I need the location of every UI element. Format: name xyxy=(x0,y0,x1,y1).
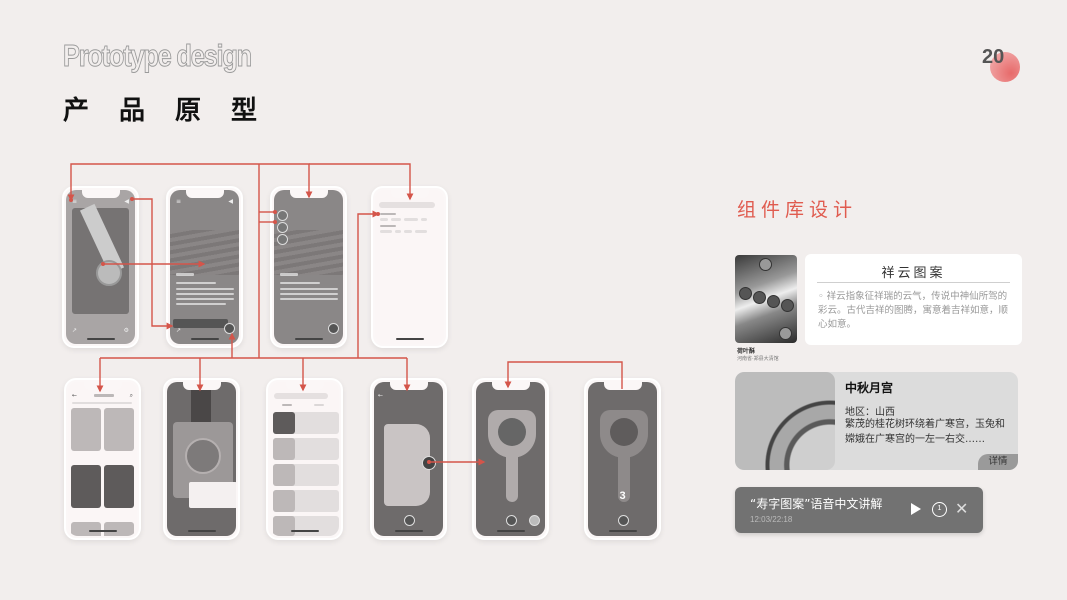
menu-option-2[interactable] xyxy=(277,222,288,233)
menu-icon[interactable]: ≡ xyxy=(72,198,78,205)
phone-puzzle[interactable]: ← xyxy=(370,378,447,540)
phone-pattern-menu[interactable] xyxy=(270,186,347,348)
mini-audio-player[interactable] xyxy=(173,319,228,328)
audio-time: 12:03/22:18 xyxy=(750,515,793,524)
mold-card-description: 繁茂的桂花树环绕着广寒宫，玉兔和嫦娥在广寒宫的一左一右交…… xyxy=(845,419,1005,445)
title-chinese: 产品原型 xyxy=(63,96,288,126)
phone-search[interactable] xyxy=(371,186,448,348)
divider xyxy=(817,282,1010,283)
mold-photo xyxy=(735,372,835,470)
speed-icon[interactable]: 1 xyxy=(932,502,947,517)
settings-icon[interactable]: ⚙ xyxy=(123,327,129,334)
ar-button[interactable] xyxy=(224,323,235,334)
menu-option-3[interactable] xyxy=(277,234,288,245)
camera-button[interactable] xyxy=(529,515,540,526)
phone-search-results[interactable] xyxy=(266,378,343,540)
pattern-card-title: 祥云图案 xyxy=(881,266,946,281)
play-button[interactable] xyxy=(506,515,517,526)
back-icon[interactable]: ← xyxy=(72,392,78,399)
sound-icon[interactable]: ◀ xyxy=(124,198,129,205)
puzzle-piece[interactable] xyxy=(422,456,436,470)
photo-caption-subtitle: 河南省·郑县大清馆 xyxy=(737,356,779,362)
search-input[interactable] xyxy=(274,393,328,399)
close-icon[interactable]: ✕ xyxy=(955,499,969,518)
mold-info-card[interactable]: 中秋月宫 地区：山西 繁茂的桂花树环绕着广寒宫，玉兔和嫦娥在广寒宫的一左一右交…… xyxy=(735,372,1018,470)
back-icon[interactable]: ← xyxy=(378,392,384,399)
search-icon[interactable]: ⌕ xyxy=(129,392,133,399)
pattern-info-card[interactable]: 祥云图案 ◦ 祥云指象征祥瑞的云气，传说中神仙所驾的彩云。古代吉祥的图腾，寓意着… xyxy=(805,254,1022,345)
pattern-photo xyxy=(72,203,129,314)
page-number: 20 xyxy=(982,46,1005,68)
share-icon[interactable]: ↗ xyxy=(176,327,182,334)
phone-mold-view[interactable] xyxy=(472,378,549,540)
page-number-badge: 20 xyxy=(982,46,1026,86)
photo-caption-title: 荷叶酥 xyxy=(737,348,756,355)
mooncake-photo xyxy=(735,255,797,343)
page-dot-decoration xyxy=(990,52,1020,82)
title-english: Prototype design xyxy=(63,38,253,74)
play-icon[interactable] xyxy=(911,503,921,515)
mold-card-title: 中秋月宫 xyxy=(845,381,894,395)
audio-title: “寿字图案”语音中文讲解 xyxy=(750,497,883,511)
menu-icon[interactable]: ≡ xyxy=(176,198,182,205)
phone-countdown[interactable]: 3 xyxy=(584,378,661,540)
phone-pattern-detail[interactable]: ≡ ◀ ↗ xyxy=(166,186,243,348)
mold-card-region: 地区：山西 xyxy=(845,407,895,418)
play-button[interactable] xyxy=(618,515,629,526)
pattern-card-text: ◦ 祥云指象征祥瑞的云气，传说中神仙所驾的彩云。古代吉祥的图腾，寓意着吉祥如意，… xyxy=(818,291,1009,330)
component-library-title: 组件库设计 xyxy=(737,199,858,221)
phone-pattern-image[interactable]: ≡ ◀ ↗ ⚙ xyxy=(62,186,139,348)
search-input[interactable] xyxy=(379,202,435,208)
detail-button[interactable]: 详情 xyxy=(978,454,1018,470)
sound-icon[interactable]: ◀ xyxy=(228,198,233,205)
countdown-number: 3 xyxy=(619,490,626,502)
phone-category-grid[interactable]: ← ⌕ xyxy=(64,378,141,540)
share-icon[interactable]: ↗ xyxy=(72,327,78,334)
audio-player[interactable]: “寿字图案”语音中文讲解 12:03/22:18 1 ✕ xyxy=(735,487,983,533)
play-button[interactable] xyxy=(404,515,415,526)
info-card[interactable] xyxy=(189,482,236,508)
ar-button[interactable] xyxy=(328,323,339,334)
menu-option-1[interactable] xyxy=(277,210,288,221)
phone-mold-scan[interactable] xyxy=(163,378,240,540)
